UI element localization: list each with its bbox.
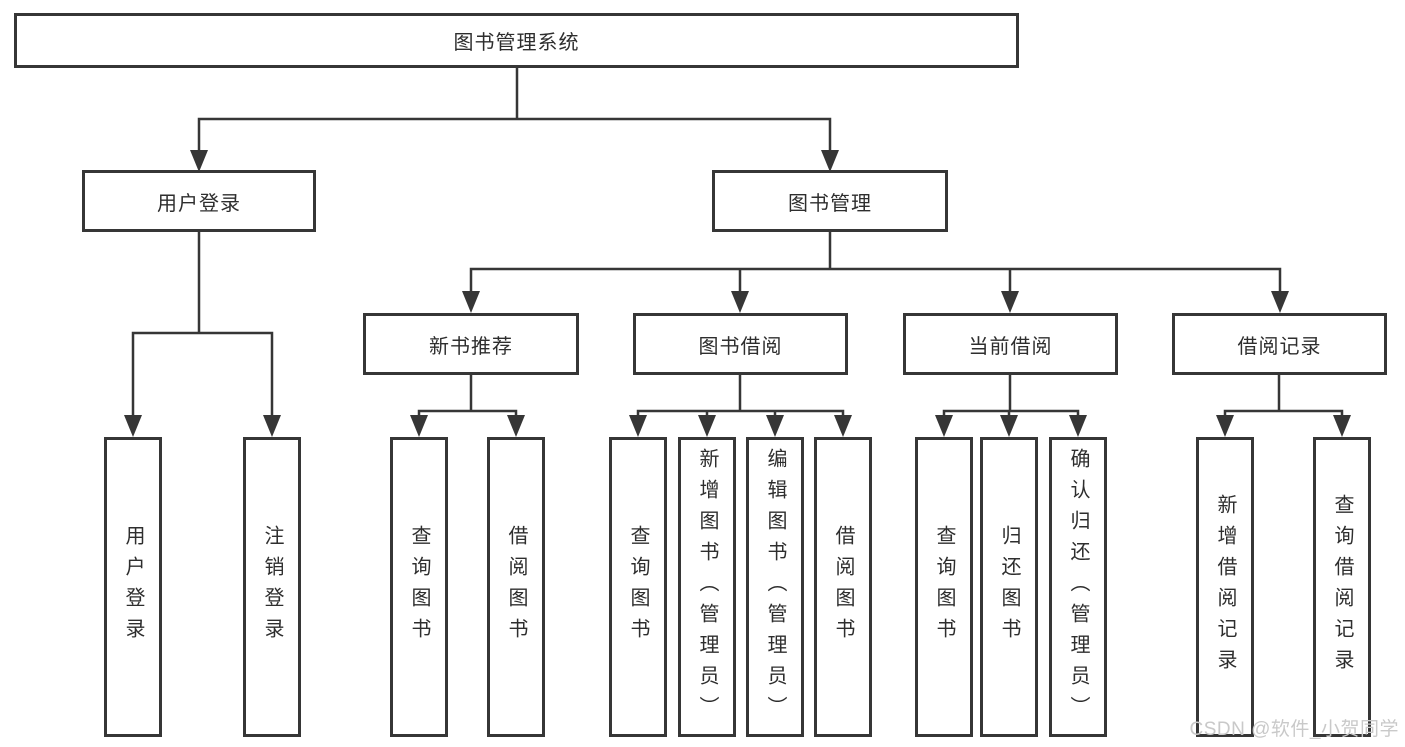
connector-records-to-leaves: [1223, 375, 1344, 417]
leaf-query-books-borrowing: 查询图书: [609, 437, 667, 737]
arrowheads: [124, 150, 1351, 437]
leaf-edit-book-admin: 编辑图书（管理员）: [746, 437, 804, 737]
connector-bookmgmt-to-level3: [469, 232, 1282, 293]
leaf-confirm-return-admin: 确认归还（管理员）: [1049, 437, 1107, 737]
leaf-return-books: 归还图书: [980, 437, 1038, 737]
leaf-query-books-current: 查询图书: [915, 437, 973, 737]
node-book-management: 图书管理: [712, 170, 948, 232]
node-borrowing-records: 借阅记录: [1172, 313, 1387, 375]
node-new-book-recommend: 新书推荐: [363, 313, 579, 375]
leaf-logout: 注销登录: [243, 437, 301, 737]
node-library-system: 图书管理系统: [14, 13, 1019, 68]
leaf-borrow-books-recommend: 借阅图书: [487, 437, 545, 737]
node-current-borrowing: 当前借阅: [903, 313, 1118, 375]
connector-newbook-to-leaves: [417, 375, 518, 417]
leaf-add-book-admin: 新增图书（管理员）: [678, 437, 736, 737]
connector-root-to-level2: [197, 68, 832, 152]
connector-current-to-leaves: [942, 375, 1080, 417]
node-book-borrowing: 图书借阅: [633, 313, 848, 375]
watermark: CSDN @软件_小贺同学: [1189, 719, 1399, 740]
connector-userlogin-to-leaves: [131, 232, 274, 417]
leaf-user-login: 用户登录: [104, 437, 162, 737]
leaf-add-borrow-record: 新增借阅记录: [1196, 437, 1254, 737]
leaf-query-books-recommend: 查询图书: [390, 437, 448, 737]
node-user-login: 用户登录: [82, 170, 316, 232]
leaf-borrow-books: 借阅图书: [814, 437, 872, 737]
leaf-query-borrow-record: 查询借阅记录: [1313, 437, 1371, 737]
connector-borrowing-to-leaves: [636, 375, 845, 417]
